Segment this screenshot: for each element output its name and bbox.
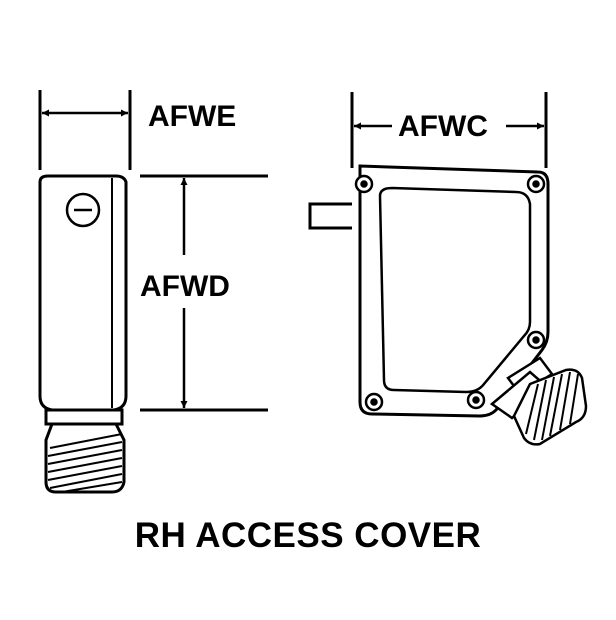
angled-connector-threads (525, 371, 579, 441)
connector-neck (44, 408, 124, 426)
screws (354, 174, 546, 412)
side-body (38, 174, 128, 412)
label-afwe: AFWE (148, 100, 236, 133)
side-view (38, 90, 268, 494)
drawing-title: RH ACCESS COVER (134, 516, 482, 555)
mounting-tab (308, 202, 352, 230)
label-afwc: AFWC (398, 110, 488, 143)
front-view (308, 92, 588, 446)
connector-threads (47, 433, 123, 493)
minus-symbol-icon (65, 192, 101, 228)
cover-plate-inner (378, 186, 532, 394)
label-afwd: AFWD (140, 270, 230, 303)
